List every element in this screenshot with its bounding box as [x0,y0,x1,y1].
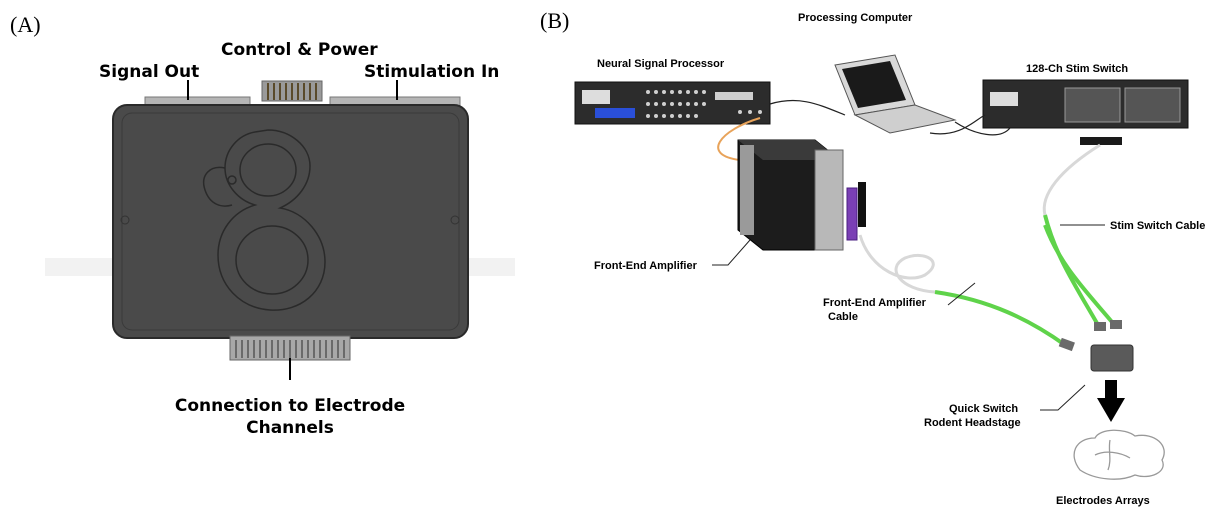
leader-front-end-amplifier [712,239,751,266]
stim-switch-port-right [1124,87,1181,123]
cable-laptop-switch [954,121,1011,136]
label-headstage-line1: Quick Switch [949,403,1019,415]
label-headstage-line2: Rodent Headstage [924,417,1021,429]
leader-fea-cable [947,282,976,306]
label-neural-signal-processor: Neural Signal Processor [597,58,725,70]
arrow-shaft [1105,380,1117,400]
amplifier-connector-clip [858,182,866,227]
label-fea-cable-line1: Front-End Amplifier [823,297,926,309]
label-stim-switch: 128-Ch Stim Switch [1026,63,1129,75]
stim-cable-plug-2 [1110,320,1122,329]
stim-cable-green-1 [1043,214,1100,326]
label-fea-cable-line2: Cable [828,311,858,323]
headstage-body [112,104,469,339]
cable-nsp-laptop [769,100,846,116]
fea-cable-plug [1058,337,1075,352]
amplifier-side-plate [814,149,844,251]
nsp-ports [646,90,762,118]
fiber-cable [717,117,761,161]
stim-cable-white [1042,143,1101,216]
cable-laptop-switch-2 [929,114,986,135]
label-processing-computer: Processing Computer [798,12,913,24]
amplifier-connector [846,187,858,241]
label-connection-line2: Channels [246,418,334,438]
amplifier-rear-plate [740,145,754,235]
label-control-power: Control & Power [221,40,378,60]
blackrock-logo [203,129,326,311]
control-power-pins [267,83,317,100]
stim-switch-logo-plate [990,92,1018,106]
leader-headstage [1040,384,1086,411]
laptop-screen [842,61,906,108]
panel-b-tag: (B) [540,8,570,33]
brain-outline [1073,429,1165,480]
rodent-headstage [1090,344,1134,372]
nsp-display [595,108,635,118]
screw-left [120,215,130,225]
stim-switch-plug [1080,137,1122,145]
label-connection-line1: Connection to Electrode [174,396,406,416]
screw-right [450,215,460,225]
stim-switch-port-left [1064,87,1121,123]
laptop-base [853,104,957,134]
label-front-end-amplifier: Front-End Amplifier [594,260,697,272]
nsp-logo-plate [582,90,610,104]
fea-cable-coil [858,234,936,294]
stim-cable-plug-1 [1094,322,1106,331]
label-stim-switch-cable: Stim Switch Cable [1110,220,1206,232]
electrode-connector-pins [235,340,345,358]
label-signal-out: Signal Out [99,62,200,82]
label-stimulation-in: Stimulation In [364,62,500,82]
panel-a-tag: (A) [10,12,41,37]
arrow-head [1097,398,1125,422]
fea-cable-green [934,290,1067,347]
label-electrodes-arrays: Electrodes Arrays [1056,495,1150,507]
stim-cable-green-2 [1043,224,1114,324]
